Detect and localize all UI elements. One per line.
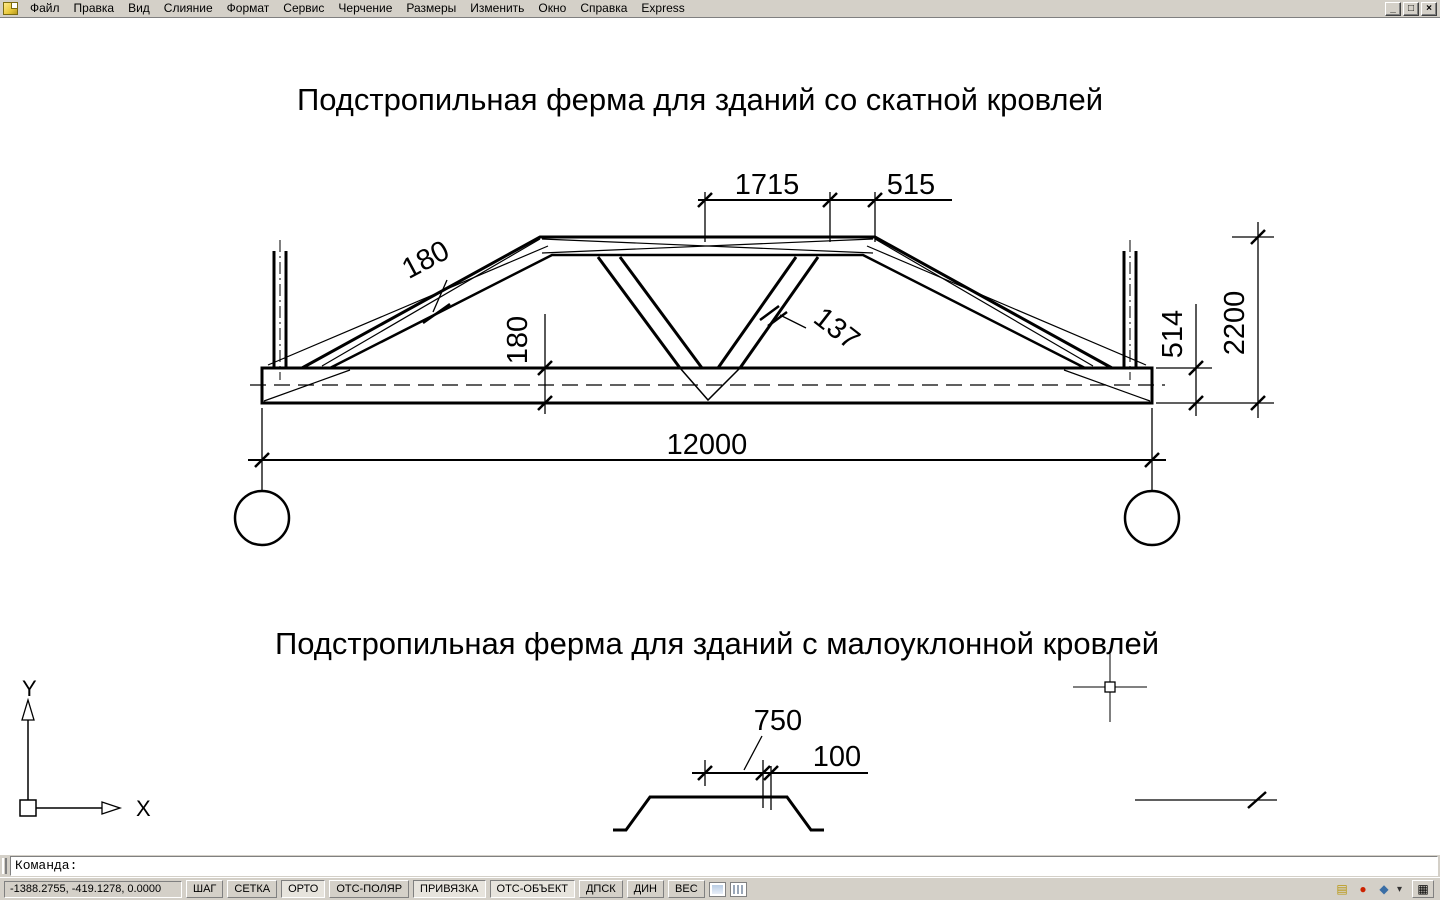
menu-file[interactable]: Файл xyxy=(30,1,60,15)
status-bar: -1388.2755, -419.1278, 0.0000 ШАГ СЕТКА … xyxy=(0,877,1440,900)
dim-text-2200[interactable]: 2200 xyxy=(1219,291,1251,356)
paper-space-icon[interactable] xyxy=(729,881,747,897)
app-icon[interactable] xyxy=(3,2,18,15)
status-tray: ▤ ● ◆ ▾ ▦ xyxy=(1334,880,1436,898)
dim-text-137[interactable]: 137 xyxy=(808,301,866,356)
dim-text-100[interactable]: 100 xyxy=(813,741,861,773)
axis-bubbles[interactable] xyxy=(233,489,1181,547)
dim-top-spans[interactable] xyxy=(697,192,952,242)
toggle-ortho[interactable]: ОРТО xyxy=(281,880,326,898)
dim-text-750[interactable]: 750 xyxy=(754,705,802,737)
dim-lower-750-100[interactable] xyxy=(692,735,868,810)
menu-tools[interactable]: Сервис xyxy=(283,1,325,15)
ucs-y-label: Y xyxy=(22,676,37,701)
restore-button[interactable]: □ xyxy=(1403,1,1419,16)
dim-text-1715[interactable]: 1715 xyxy=(735,169,800,201)
dim-text-514[interactable]: 514 xyxy=(1157,310,1189,358)
toggle-otrack[interactable]: ОТС-ОБЪЕКТ xyxy=(489,880,575,898)
dim-diagonal-137[interactable] xyxy=(759,304,807,329)
drawing-title-top[interactable]: Подстропильная ферма для зданий со скатн… xyxy=(297,82,1103,117)
toolbar-lock-icon[interactable]: ◆ xyxy=(1379,882,1389,896)
clean-screen-button[interactable]: ▦ xyxy=(1412,880,1434,898)
support-posts[interactable] xyxy=(272,240,1138,380)
menu-modify[interactable]: Изменить xyxy=(470,1,525,15)
dim-text-180-vertical[interactable]: 180 xyxy=(502,316,534,364)
dim-slope-180[interactable] xyxy=(422,279,451,325)
tray-menu-arrow-icon[interactable]: ▾ xyxy=(1397,883,1403,895)
model-space-icon[interactable] xyxy=(708,881,726,897)
menu-window[interactable]: Окно xyxy=(538,1,567,15)
menu-view[interactable]: Вид xyxy=(128,1,150,15)
menu-insert[interactable]: Слияние xyxy=(163,1,213,15)
right-extension-line[interactable] xyxy=(1135,791,1277,809)
minimize-button[interactable]: _ xyxy=(1385,1,1401,16)
coordinates-readout: -1388.2755, -419.1278, 0.0000 xyxy=(4,880,182,898)
command-line-area: Команда: xyxy=(0,855,1440,877)
menu-dimension[interactable]: Размеры xyxy=(406,1,457,15)
dim-text-515[interactable]: 515 xyxy=(887,169,935,201)
menu-edit[interactable]: Правка xyxy=(73,1,115,15)
menu-help[interactable]: Справка xyxy=(580,1,628,15)
communication-center-icon[interactable]: ● xyxy=(1359,882,1367,896)
toggle-ducs[interactable]: ДПСК xyxy=(578,880,623,898)
command-grip[interactable] xyxy=(2,858,7,874)
toggle-grid[interactable]: СЕТКА xyxy=(227,880,278,898)
command-input[interactable]: Команда: xyxy=(10,856,1438,876)
toggle-snap[interactable]: ШАГ xyxy=(186,880,224,898)
toggle-osnap[interactable]: ПРИВЯЗКА xyxy=(413,880,486,898)
drawing-svg: Подстропильная ферма для зданий со скатн… xyxy=(19,82,1277,832)
truss-brace-lines[interactable] xyxy=(250,238,1165,402)
dim-right-2200[interactable] xyxy=(1156,222,1274,418)
toggle-polar[interactable]: ОТС-ПОЛЯР xyxy=(329,880,410,898)
drawing-title-bottom[interactable]: Подстропильная ферма для зданий с малоук… xyxy=(275,626,1159,661)
lower-truss-cap[interactable] xyxy=(613,795,824,832)
plot-status-icon[interactable]: ▤ xyxy=(1336,882,1348,896)
drawing-canvas[interactable]: Подстропильная ферма для зданий со скатн… xyxy=(0,18,1440,855)
dim-vertical-180[interactable] xyxy=(537,314,553,414)
menu-format[interactable]: Формат xyxy=(226,1,270,15)
dim-bottom-12000[interactable] xyxy=(248,408,1166,491)
close-button[interactable]: × xyxy=(1421,1,1437,16)
dim-text-12000[interactable]: 12000 xyxy=(667,429,748,461)
toggle-lwt[interactable]: ВЕС xyxy=(668,880,705,898)
ucs-x-label: X xyxy=(136,796,151,821)
menu-bar: Файл Правка Вид Слияние Формат Сервис Че… xyxy=(0,0,1440,18)
truss-outline[interactable] xyxy=(260,235,1154,405)
menu-express[interactable]: Express xyxy=(641,1,685,15)
menu-draw[interactable]: Черчение xyxy=(338,1,393,15)
crosshair-cursor xyxy=(1073,652,1147,722)
window-controls: _ □ × xyxy=(1385,1,1440,16)
dim-text-180-slope[interactable]: 180 xyxy=(397,235,455,286)
toggle-dyn[interactable]: ДИН xyxy=(626,880,665,898)
ucs-icon xyxy=(19,697,123,817)
